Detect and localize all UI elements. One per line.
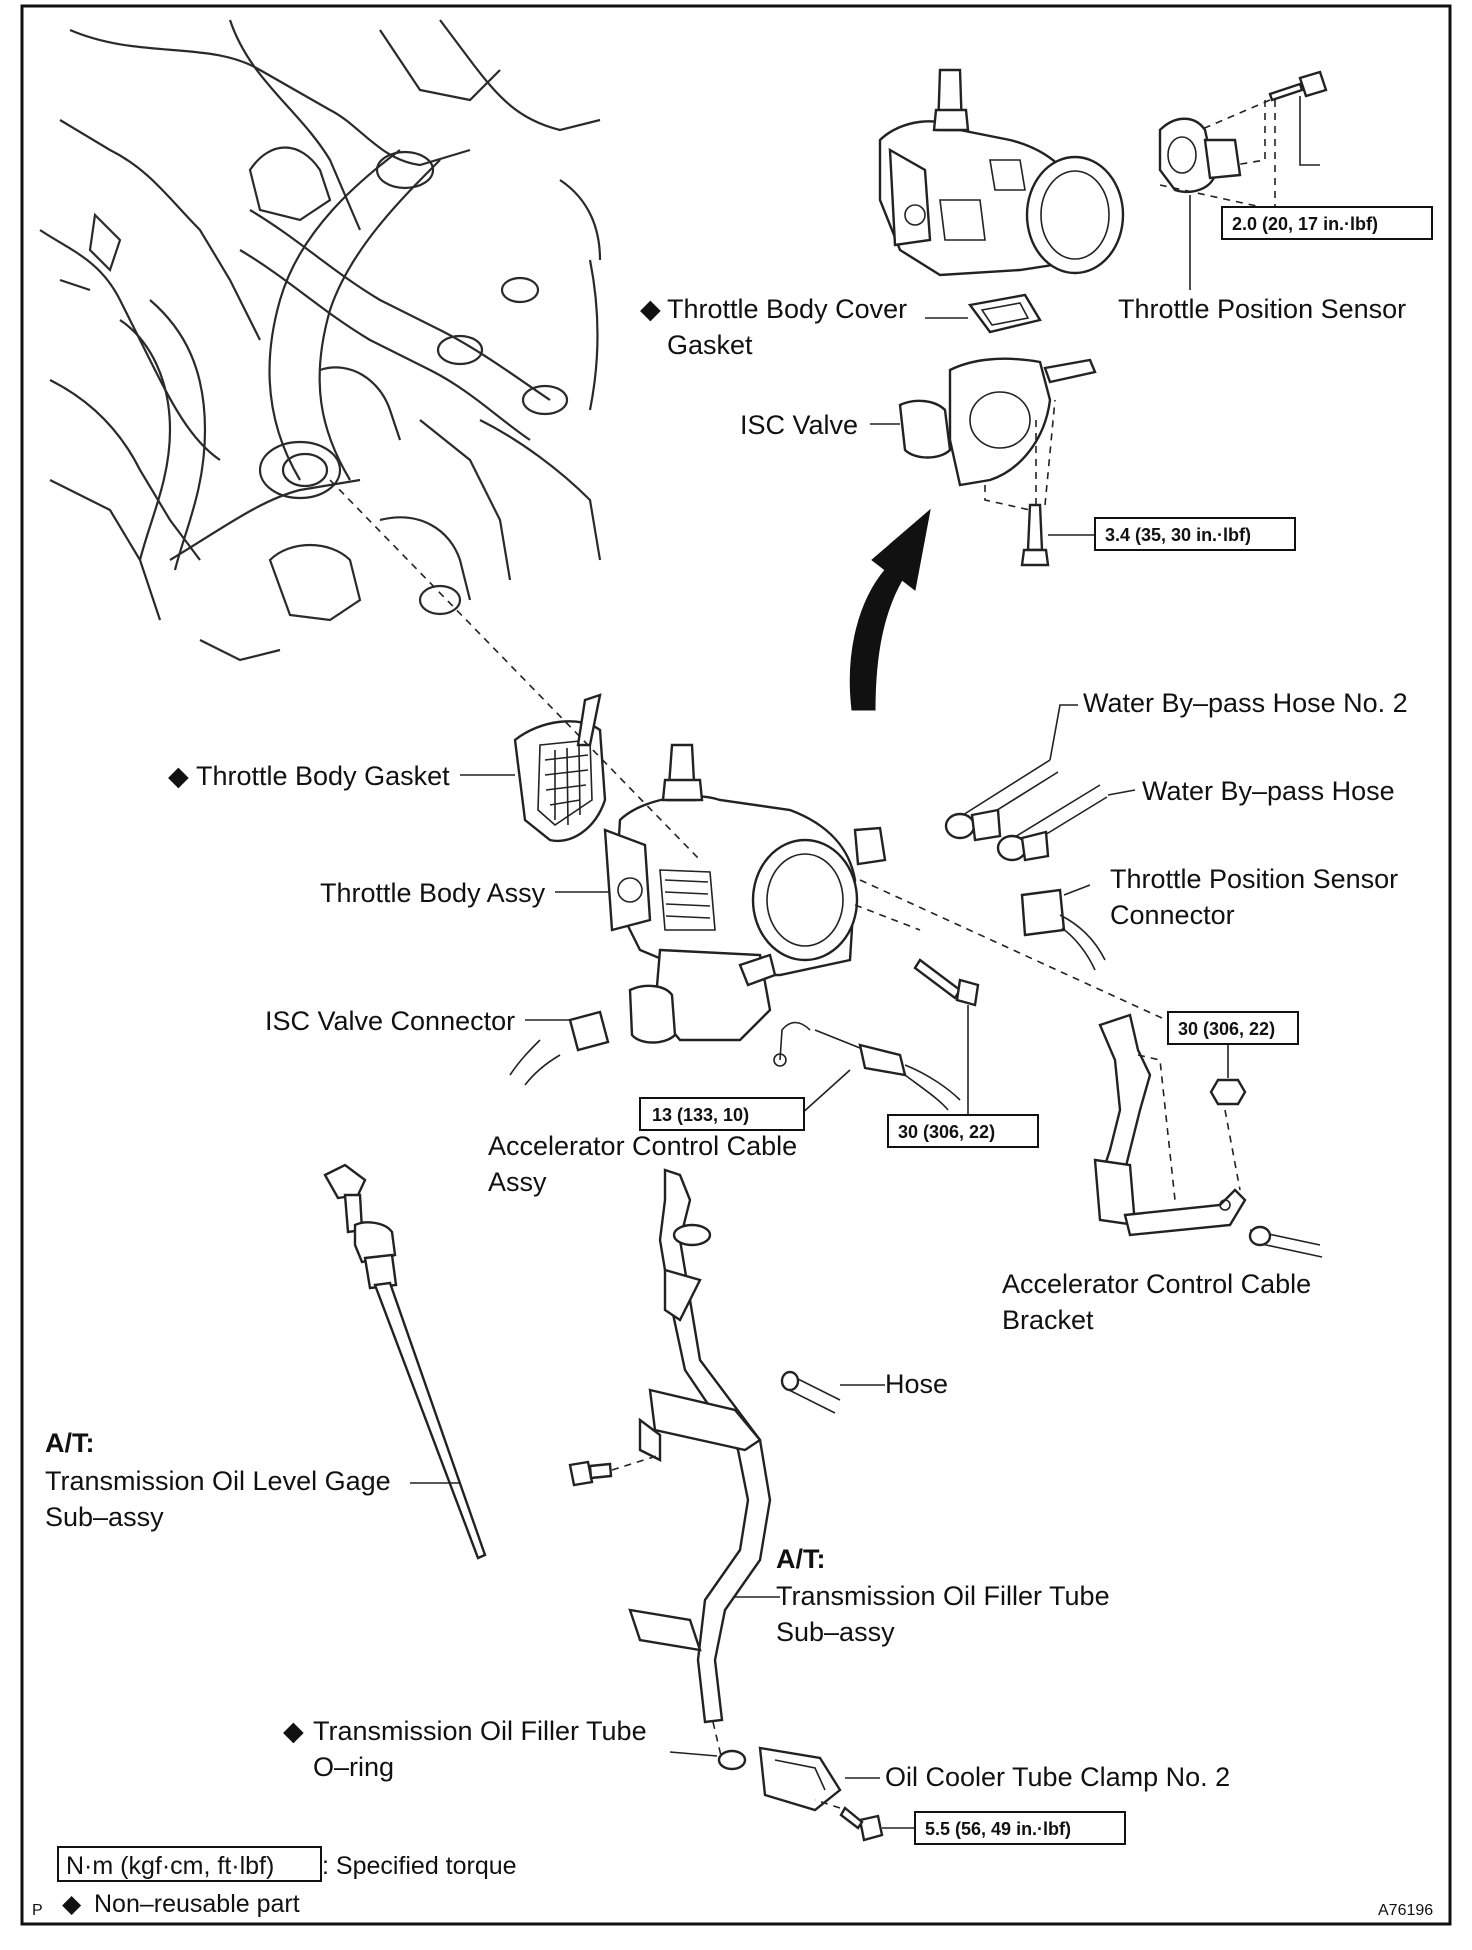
throttle-bolt xyxy=(913,958,980,1007)
label-water-bypass-hose: Water By–pass Hose xyxy=(1142,776,1395,806)
water-bypass-hoses-part xyxy=(944,759,1108,862)
label-tps-connector-2: Connector xyxy=(1110,900,1235,930)
accelerator-cable-part xyxy=(773,1021,961,1111)
label-oil-gage-2: Sub–assy xyxy=(45,1502,164,1532)
torque-isc: 3.4 (35, 30 in.·lbf) xyxy=(1105,525,1251,545)
torque-throttle-bolt: 30 (306, 22) xyxy=(898,1122,995,1142)
label-isc-valve-connector: ISC Valve Connector xyxy=(265,1006,515,1036)
oil-level-gage-part xyxy=(323,1163,487,1560)
label-throttle-body-gasket: Throttle Body Gasket xyxy=(196,761,450,791)
torque-box-throttle-bolt xyxy=(887,1114,1039,1148)
legend-torque-unit: N·m (kgf·cm, ft·lbf) xyxy=(66,1852,274,1880)
label-isc-valve: ISC Valve xyxy=(740,410,858,440)
torque-bracket-nut: 30 (306, 22) xyxy=(1178,1019,1275,1039)
throttle-body-assy-part xyxy=(603,743,887,1044)
label-accelerator-cable-bracket: Accelerator Control Cable xyxy=(1002,1269,1311,1299)
legend-non-reusable: Non–reusable part xyxy=(94,1890,300,1918)
label-hose: Hose xyxy=(885,1369,948,1399)
oil-cooler-clamp-part xyxy=(758,1746,842,1812)
o-ring-part xyxy=(717,1749,747,1771)
label-oil-gage-at: A/T: xyxy=(45,1428,95,1458)
torque-box-isc xyxy=(1094,517,1296,551)
label-throttle-body-cover-gasket: Throttle Body Cover xyxy=(667,294,907,324)
diamond-throttle-body-cover-gasket: ◆ xyxy=(640,294,661,324)
filler-tube-bolt xyxy=(568,1460,613,1487)
diagram-frame xyxy=(20,4,1452,1926)
label-throttle-body-cover-gasket-2: Gasket xyxy=(667,330,753,360)
label-accelerator-cable-assy: Accelerator Control Cable xyxy=(488,1131,797,1161)
throttle-body-upper xyxy=(878,68,1125,277)
isc-valve-connector-part xyxy=(509,1010,610,1086)
tps-connector-part xyxy=(1020,888,1106,971)
label-tps-connector: Throttle Position Sensor xyxy=(1110,864,1398,894)
throttle-position-sensor-part xyxy=(1158,117,1242,194)
diamond-o-ring: ◆ xyxy=(283,1716,304,1746)
throttle-body-gasket-part xyxy=(513,693,607,843)
label-filler-tube-2: Sub–assy xyxy=(776,1617,895,1647)
torque-box-tps xyxy=(1221,206,1433,240)
torque-box-bracket-nut xyxy=(1167,1011,1299,1045)
legend-diamond: ◆ xyxy=(62,1890,82,1918)
label-oil-gage: Transmission Oil Level Gage xyxy=(45,1466,391,1496)
assembly-arrow xyxy=(849,508,931,711)
label-o-ring-2: O–ring xyxy=(313,1752,394,1782)
label-accelerator-cable-bracket-2: Bracket xyxy=(1002,1305,1094,1335)
oil-filler-tube-part xyxy=(628,1168,772,1724)
label-throttle-position-sensor: Throttle Position Sensor xyxy=(1118,294,1406,324)
throttle-body-cover-gasket-part xyxy=(967,293,1042,334)
label-oil-cooler-clamp: Oil Cooler Tube Clamp No. 2 xyxy=(885,1762,1230,1792)
tps-bolt xyxy=(1268,70,1328,102)
bracket-nut xyxy=(1209,1078,1247,1106)
legend-torque-box xyxy=(57,1846,322,1882)
torque-cable: 13 (133, 10) xyxy=(652,1105,749,1125)
label-filler-tube: Transmission Oil Filler Tube xyxy=(776,1581,1110,1611)
isc-valve-part xyxy=(898,357,1097,487)
torque-tps: 2.0 (20, 17 in.·lbf) xyxy=(1232,214,1378,234)
label-filler-tube-at: A/T: xyxy=(776,1544,826,1574)
torque-box-cable xyxy=(639,1097,805,1131)
engine-illustration xyxy=(39,19,602,662)
clamp-bolt xyxy=(839,1806,884,1842)
corner-letter: P xyxy=(32,1902,43,1919)
figure-id: A76196 xyxy=(1378,1902,1433,1919)
hose-part xyxy=(780,1370,841,1414)
isc-bolt xyxy=(1020,503,1050,567)
diamond-throttle-body-gasket: ◆ xyxy=(168,761,189,791)
legend-torque-desc: : Specified torque xyxy=(322,1852,517,1880)
label-o-ring: Transmission Oil Filler Tube xyxy=(313,1716,647,1746)
label-water-bypass-hose-no2: Water By–pass Hose No. 2 xyxy=(1083,688,1408,718)
label-throttle-body-assy: Throttle Body Assy xyxy=(320,878,546,908)
accelerator-cable-bracket-part xyxy=(1093,1013,1323,1258)
label-accelerator-cable-assy-2: Assy xyxy=(488,1167,547,1197)
torque-clamp: 5.5 (56, 49 in.·lbf) xyxy=(925,1819,1071,1839)
torque-box-clamp xyxy=(914,1811,1126,1845)
